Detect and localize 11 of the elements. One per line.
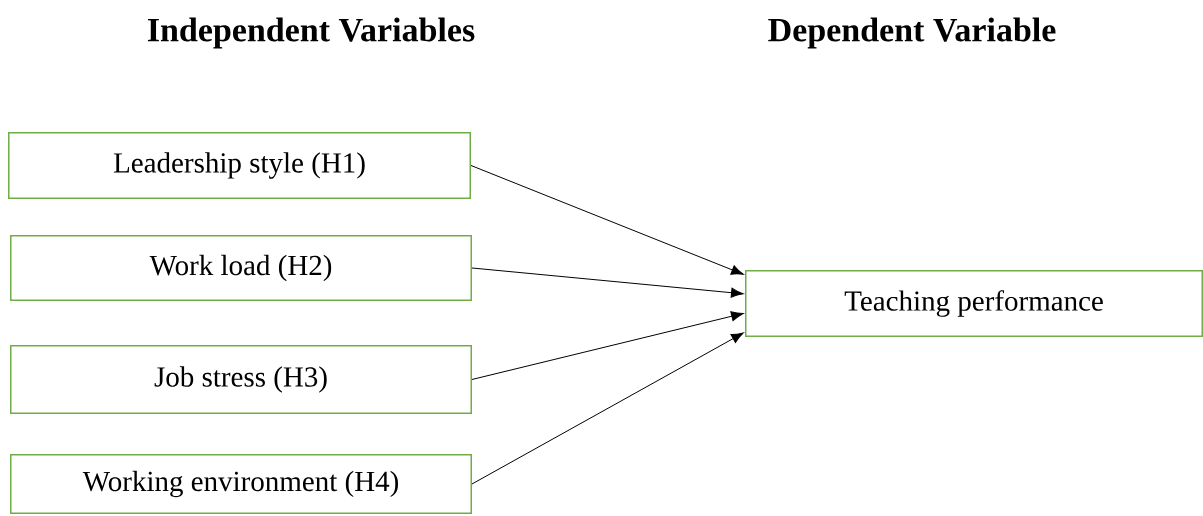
heading: Independent Variables <box>147 17 475 49</box>
arrow <box>470 165 744 275</box>
variable-box: Leadership style (H1) <box>8 132 471 199</box>
variable-box: Teaching performance <box>745 270 1203 337</box>
arrow <box>471 311 744 380</box>
arrow <box>471 332 744 485</box>
heading: Dependent Variable <box>768 17 1056 49</box>
arrow <box>471 267 744 298</box>
variable-box: Job stress (H3) <box>10 345 472 414</box>
variable-box: Working environment (H4) <box>10 454 472 514</box>
variable-box: Work load (H2) <box>10 235 472 301</box>
